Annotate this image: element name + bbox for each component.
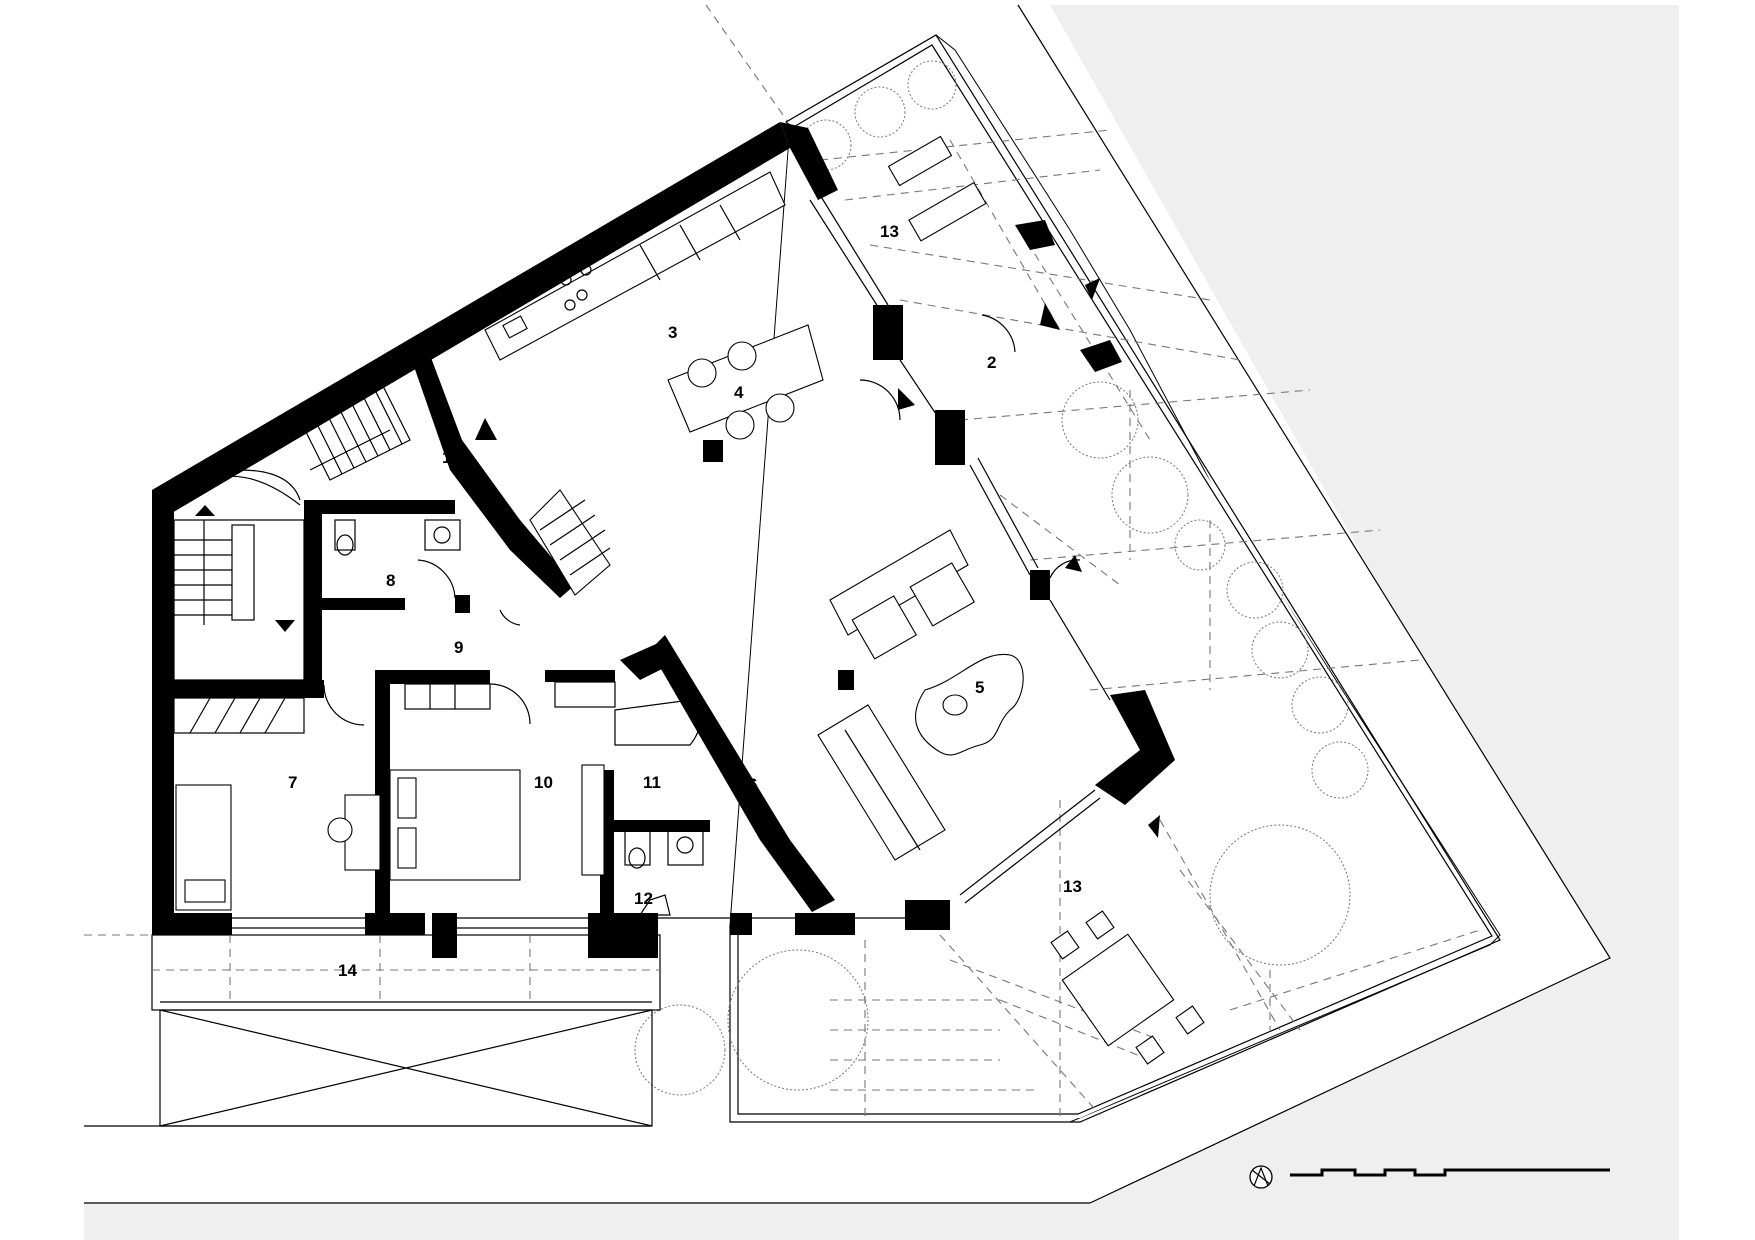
wardrobes [173,681,616,734]
site-ground [84,5,1679,1240]
south-glazing [232,917,905,929]
room-label-7: 7 [288,773,297,792]
rooms-11-12-details [614,699,704,916]
room-label-9: 9 [454,638,463,657]
room-labels: 1 2 3 4 5 6 7 8 9 10 11 12 13 13 14 [288,222,1082,980]
room-label-14: 14 [338,961,357,980]
east-glazing [809,194,1111,904]
entry-arrows [475,278,1160,838]
room-label-12: 12 [634,889,653,908]
bedroom-10-furniture [389,764,605,881]
door-swings [323,314,1081,726]
dining-table [667,324,824,462]
garden-trees [634,60,1369,1096]
upper-stair [299,379,411,481]
balcony-14 [151,934,661,1127]
north-arrow-icon [1249,1165,1273,1189]
bathroom-8 [334,519,461,556]
kitchen-counter [484,171,786,361]
room-label-4: 4 [734,383,744,402]
garden-furniture [887,135,1205,1065]
room-label-1: 1 [442,448,451,467]
room-label-2: 2 [987,353,996,372]
room-label-3: 3 [668,323,677,342]
walls [152,122,1175,958]
room-label-13-north: 13 [880,222,899,241]
storage-grid [529,489,611,596]
room-label-10: 10 [534,773,553,792]
living-sofas [817,529,1024,861]
scale-bar-icon [1290,1168,1610,1177]
room-label-6: 6 [748,775,757,794]
main-stair [173,469,305,681]
room-label-11: 11 [643,773,661,792]
room-label-5: 5 [975,678,984,697]
bedroom-7-furniture [175,784,381,911]
east-terrace [729,34,1501,1123]
room-label-13-south: 13 [1063,877,1082,896]
room-label-8: 8 [386,571,395,590]
